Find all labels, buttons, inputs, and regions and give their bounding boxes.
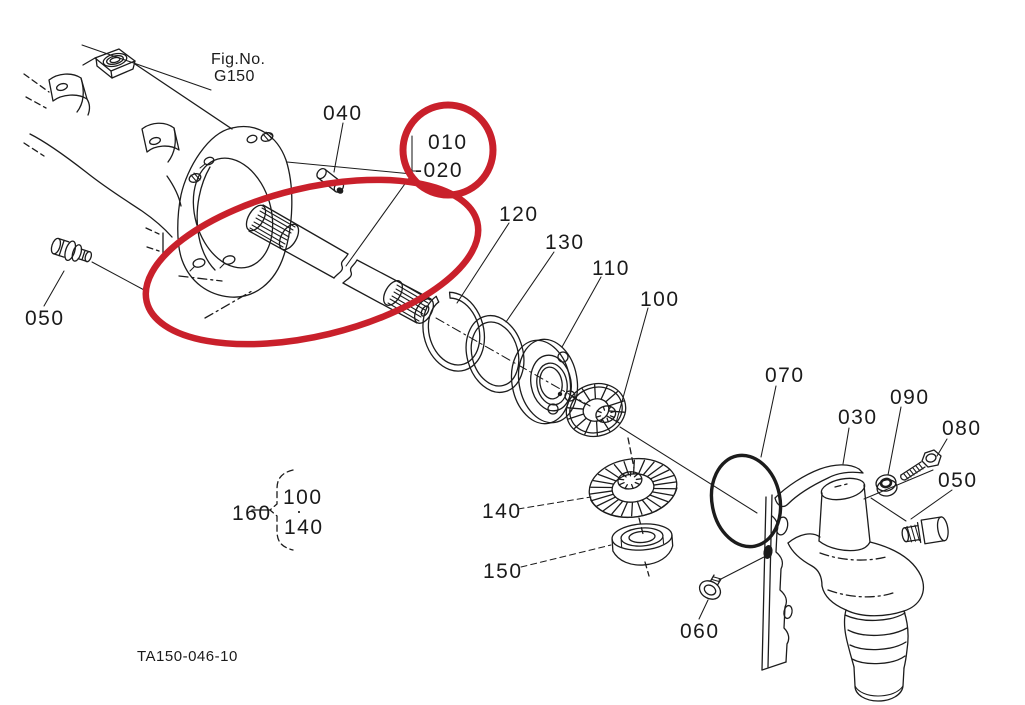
leader-090	[887, 406, 902, 476]
part-label-040: 040	[323, 102, 363, 125]
ball-bearing-110	[510, 338, 579, 425]
part-label-050-left: 050	[25, 307, 65, 330]
part-label-050-right: 050	[938, 469, 978, 492]
ball-bearing-150	[611, 523, 674, 566]
leader-050-right	[910, 489, 953, 520]
fig-no-label-line2: G150	[214, 68, 255, 85]
leader-080	[936, 438, 948, 457]
nut-090	[875, 474, 898, 497]
part-label-140: 140	[482, 500, 522, 523]
leader-plug-axis	[870, 497, 907, 522]
leader-020	[345, 173, 413, 267]
part-label-070: 070	[765, 364, 805, 387]
part-label-160: 160	[232, 502, 272, 525]
drawing-code: TA150-046-10	[137, 648, 238, 665]
leader-070	[760, 385, 777, 458]
leader-030	[842, 427, 850, 465]
leader-lines	[43, 44, 953, 620]
snap-ring-120	[422, 291, 486, 372]
part-label-020: -020	[415, 159, 464, 182]
leader-bolt-axis	[863, 469, 934, 500]
plug-060	[698, 574, 722, 600]
gear-case-030	[761, 464, 925, 702]
part-label-060: 060	[680, 620, 720, 643]
center-axis	[435, 317, 591, 407]
shim-130	[465, 314, 525, 394]
highlight-circle-labels	[399, 101, 497, 199]
leader-fig-no	[81, 44, 212, 91]
group-range-first: 100	[283, 486, 323, 509]
leader-040	[333, 122, 344, 173]
leader-110	[561, 276, 602, 348]
part-label-120: 120	[499, 203, 539, 226]
part-label-150: 150	[483, 560, 523, 583]
axle-housing	[23, 48, 293, 319]
leader-050-left	[43, 270, 65, 307]
part-label-090: 090	[890, 386, 930, 409]
bevel-pinion-gear-100	[565, 382, 627, 438]
bolt-080	[900, 449, 942, 481]
leader-pinion-to-case	[619, 426, 758, 514]
red-highlights	[142, 101, 497, 348]
leader-050-left-long	[91, 261, 147, 292]
leader-130	[505, 251, 555, 323]
group-range-separator: ·	[296, 501, 304, 521]
leader-060-to-hole	[718, 556, 765, 581]
group-brace-160	[251, 469, 294, 551]
part-label-010: 010	[428, 131, 468, 154]
part-label-130: 130	[545, 231, 585, 254]
hatched-hole	[260, 131, 274, 142]
leader-100	[615, 307, 649, 424]
leader-010	[286, 161, 413, 175]
hatched-hole	[188, 172, 202, 183]
bevel-pinion-shaft-010-020	[245, 204, 435, 324]
leader-140	[517, 496, 592, 510]
plug-050-right	[901, 516, 949, 545]
leader-060	[698, 599, 709, 620]
part-label-080: 080	[942, 417, 982, 440]
group-range-last: 140	[284, 516, 324, 539]
highlight-ellipse-shaft	[142, 176, 482, 348]
fig-no-label-line1: Fig.No.	[211, 51, 266, 68]
bevel-gear-140	[588, 457, 678, 519]
part-label-110: 110	[592, 257, 630, 280]
part-label-030: 030	[838, 406, 878, 429]
plug-050-left	[50, 237, 93, 263]
leader-120	[456, 222, 510, 304]
part-label-100: 100	[640, 288, 680, 311]
leader-150	[520, 544, 612, 568]
